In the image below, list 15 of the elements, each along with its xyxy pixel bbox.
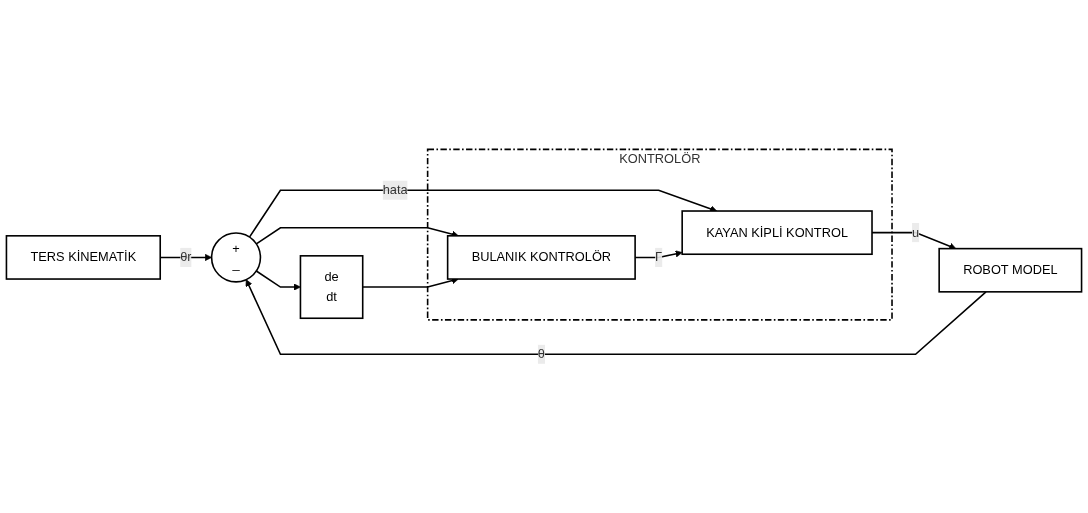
edge-label: θ <box>537 346 545 361</box>
node-box: TERS KİNEMATİK <box>5 234 161 280</box>
edge-label: Γ <box>655 250 663 264</box>
node-box: ROBOT MODEL <box>938 247 1083 293</box>
node-box: KAYAN KİPLİ KONTROL <box>681 210 873 255</box>
edge-label: u <box>912 225 920 239</box>
edge-label: hata <box>382 182 408 197</box>
arrow <box>248 189 718 238</box>
node-box: de dt <box>299 254 364 319</box>
arrow <box>255 270 301 291</box>
arrow <box>255 226 459 245</box>
node-box: BULANIK KONTROLÖR <box>446 234 636 280</box>
arrow <box>245 279 987 355</box>
node-circle: + _ <box>210 232 262 283</box>
edge-label: θr <box>180 250 192 264</box>
